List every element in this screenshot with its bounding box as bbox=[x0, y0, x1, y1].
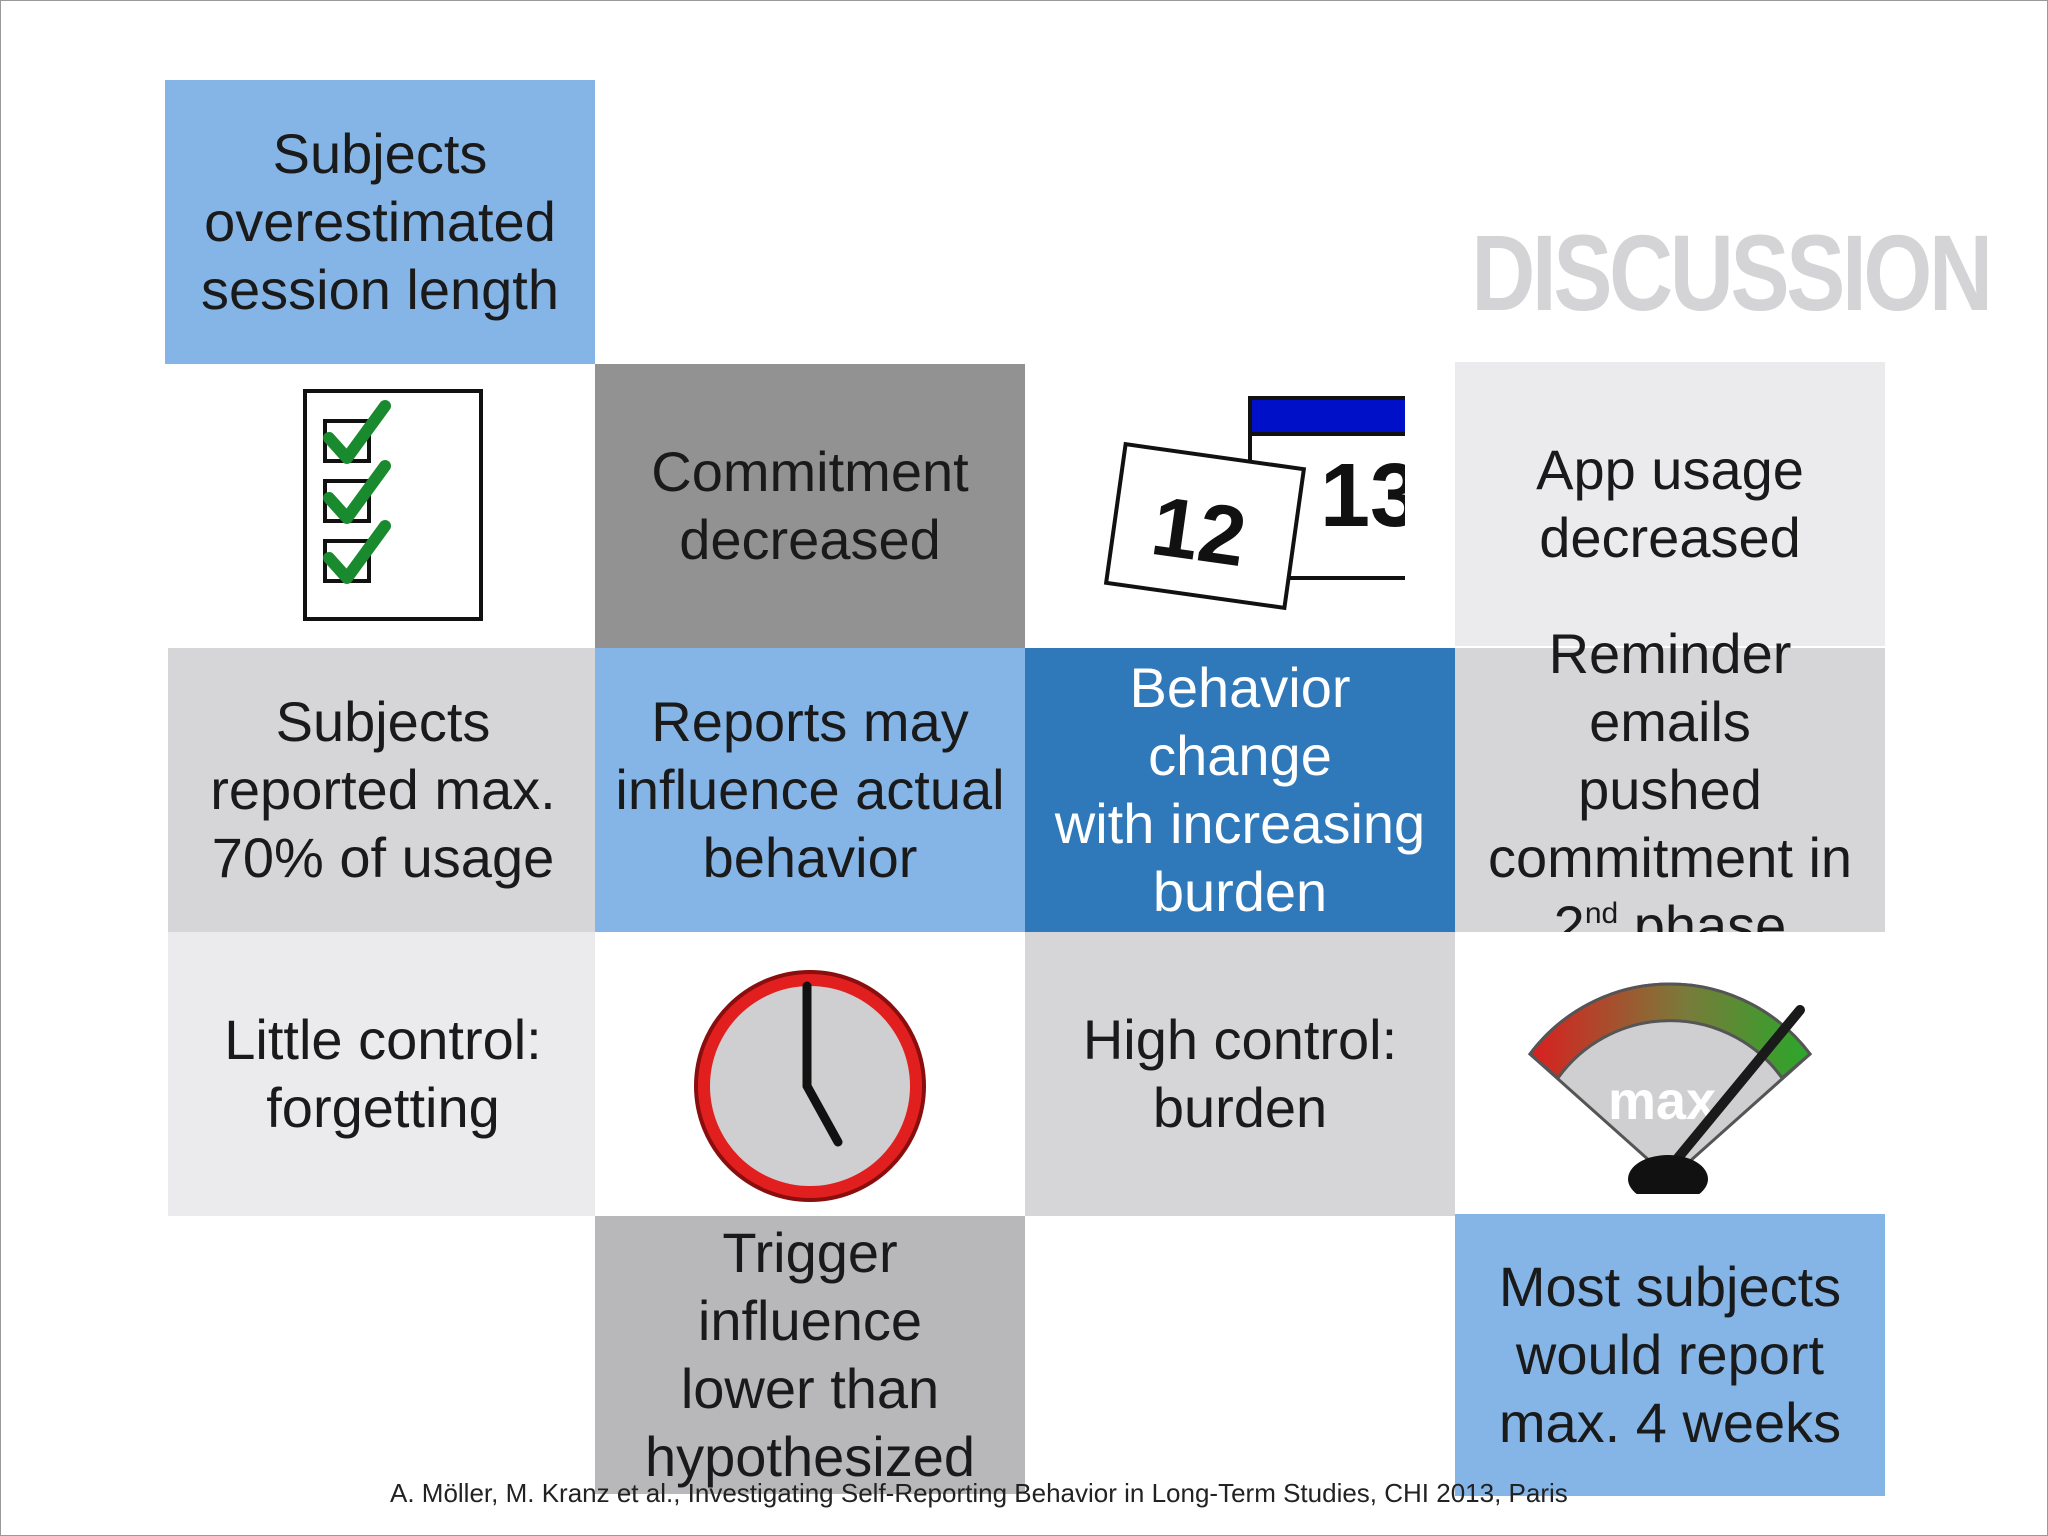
tile-text: High control: burden bbox=[1082, 1008, 1398, 1139]
calendar-icon: 13 12 bbox=[1103, 396, 1405, 611]
clock-tile bbox=[595, 932, 1025, 1216]
calendar-tile: 13 12 bbox=[1025, 364, 1455, 648]
tile-text: Subjects overestimated session length bbox=[200, 122, 559, 321]
tile-app-usage-decreased: App usage decreased bbox=[1455, 362, 1885, 646]
tile-behavior-change-burden: Behavior change with increasing burden bbox=[1025, 648, 1455, 932]
tile-text-superscript: nd bbox=[1584, 897, 1619, 930]
tile-text: Subjects reported max. 70% of usage bbox=[210, 690, 556, 889]
tile-text: Reports may influence actual behavior bbox=[615, 690, 1005, 889]
tile-text: Trigger influence lower than hypothesize… bbox=[644, 1221, 975, 1488]
tile-text: Most subjects would report max. 4 weeks bbox=[1498, 1255, 1842, 1454]
tile-reported-max-usage: Subjects reported max. 70% of usage bbox=[168, 648, 598, 932]
tile-text: Little control: forgetting bbox=[224, 1008, 542, 1139]
checklist-tile bbox=[165, 364, 595, 648]
gauge-tile: max bbox=[1455, 932, 1885, 1216]
tile-reminder-emails: Reminder emails pushed commitment in 2nd… bbox=[1455, 622, 1885, 957]
tile-trigger-influence: Trigger influence lower than hypothesize… bbox=[595, 1216, 1025, 1494]
calendar-front-day: 12 bbox=[1146, 478, 1252, 584]
calendar-back-day: 13 bbox=[1320, 446, 1405, 546]
tile-commitment-decreased: Commitment decreased bbox=[595, 364, 1025, 648]
tile-high-control-burden: High control: burden bbox=[1025, 932, 1455, 1216]
gauge-label: max bbox=[1608, 1071, 1716, 1131]
tile-text: Commitment decreased bbox=[651, 440, 969, 571]
calendar-front-page: 12 bbox=[1103, 441, 1307, 611]
tile-reports-influence-behavior: Reports may influence actual behavior bbox=[595, 648, 1025, 932]
tile-text: App usage decreased bbox=[1536, 438, 1804, 569]
checklist-icon bbox=[303, 389, 483, 621]
tile-most-subjects-weeks: Most subjects would report max. 4 weeks bbox=[1455, 1214, 1885, 1496]
citation-footer: A. Möller, M. Kranz et al., Investigatin… bbox=[390, 1478, 1568, 1508]
gauge-icon: max bbox=[1527, 982, 1813, 1194]
tile-overestimated-session-length: Subjects overestimated session length bbox=[165, 80, 595, 364]
tile-text: Behavior change with increasing burden bbox=[1054, 656, 1426, 923]
tile-little-control-forgetting: Little control: forgetting bbox=[168, 932, 598, 1216]
tile-text: Reminder emails pushed commitment in 2nd… bbox=[1465, 620, 1875, 960]
clock-icon bbox=[694, 970, 926, 1202]
slide-title: DISCUSSION bbox=[1471, 212, 1993, 333]
